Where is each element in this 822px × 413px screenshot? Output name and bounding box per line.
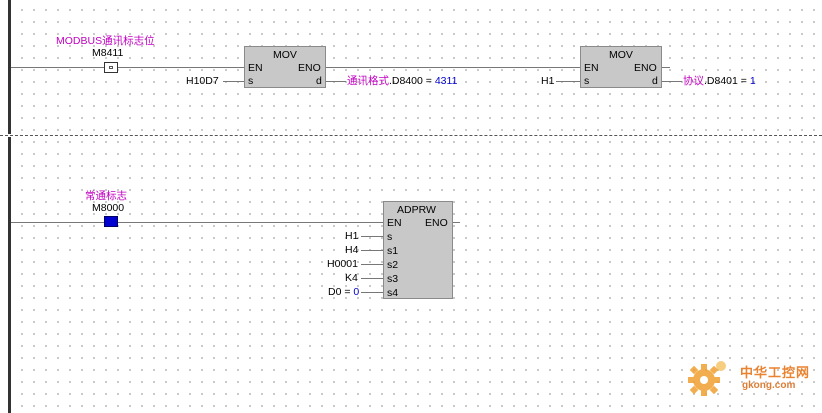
contact-m8000-address: M8000 — [92, 202, 125, 214]
mov1-s-wire — [223, 81, 244, 82]
mov1-s-pin: s — [248, 75, 254, 87]
mov1-d-operand: 通讯格式.D8400 = 4311 — [347, 75, 457, 87]
adprw-en-pin: EN — [387, 217, 402, 229]
mov1-d-wire — [326, 81, 346, 82]
contact-off-indicator-icon — [109, 66, 113, 69]
rung1-wire-in — [11, 67, 104, 68]
adprw-s4-register: D0 = — [328, 286, 354, 298]
mov1-d-live-value: 4311 — [434, 75, 458, 87]
mov2-s-pin: s — [584, 75, 590, 87]
rung-separator — [0, 135, 822, 136]
watermark-url: gkong.com — [742, 380, 796, 391]
mov1-block[interactable]: MOV EN ENO s d — [244, 46, 326, 88]
rung2-wire-in — [11, 222, 104, 223]
watermark: 中华工控网 gkong.com — [684, 354, 814, 406]
mov1-d-pin: d — [316, 75, 322, 87]
adprw-s3-wire — [361, 278, 383, 279]
adprw-s-wire — [361, 236, 383, 237]
mov2-d-comment: 协议 — [683, 75, 704, 87]
left-power-rail-top — [8, 0, 11, 134]
rung1-wire-to-mov1 — [118, 67, 244, 68]
mov1-title: MOV — [273, 49, 297, 61]
contact-m8411[interactable] — [104, 62, 118, 73]
rung2-wire-to-adprw — [118, 222, 383, 223]
mov2-d-live-value: 1 — [749, 75, 756, 87]
mov1-d-register: .D8400 = — [389, 75, 435, 87]
mov2-d-operand: 协议.D8401 = 1 — [683, 75, 756, 87]
adprw-s3-value: K4 — [345, 272, 358, 284]
gear-logo-icon — [688, 361, 726, 396]
mov1-en-pin: EN — [248, 62, 263, 74]
adprw-s1-value: H4 — [345, 244, 359, 256]
mov2-d-pin: d — [652, 75, 658, 87]
adprw-s4-wire — [361, 292, 383, 293]
adprw-s1-wire — [361, 250, 383, 251]
mov2-eno-pin: ENO — [634, 62, 657, 74]
rung1-wire-mov1-to-mov2 — [326, 67, 580, 68]
mov2-block[interactable]: MOV EN ENO s d — [580, 46, 662, 88]
mov2-d-wire — [662, 81, 682, 82]
contact-m8411-address: M8411 — [92, 47, 124, 59]
mov2-s-value: H1 — [541, 75, 555, 87]
adprw-pin-s: s — [387, 231, 393, 243]
adprw-pin-s1: s1 — [387, 245, 399, 257]
mov2-s-wire — [556, 81, 580, 82]
adprw-pin-s4: s4 — [387, 287, 399, 299]
mov2-d-register: .D8401 = — [704, 75, 750, 87]
adprw-s4-operand: D0 = 0 — [328, 286, 359, 298]
watermark-cn-text: 中华工控网 — [740, 365, 811, 380]
adprw-s4-live-value: 0 — [353, 286, 360, 298]
adprw-title: ADPRW — [397, 204, 436, 216]
contact-m8411-comment: MODBUS通讯标志位 — [56, 35, 155, 47]
mov1-s-value: H10D7 — [186, 75, 219, 87]
mov1-eno-pin: ENO — [298, 62, 321, 74]
adprw-s2-value: H0001 — [327, 258, 358, 270]
adprw-s-value: H1 — [345, 230, 359, 242]
adprw-pin-s2: s2 — [387, 259, 399, 271]
mov2-en-pin: EN — [584, 62, 599, 74]
adprw-block[interactable]: ADPRW EN ENO s s1 s2 s3 s4 — [383, 201, 453, 299]
adprw-eno-pin: ENO — [425, 217, 448, 229]
mov1-d-comment: 通讯格式 — [347, 75, 389, 87]
adprw-pin-s3: s3 — [387, 273, 399, 285]
contact-m8000-comment: 常通标志 — [85, 190, 127, 202]
mov2-eno-wire — [662, 67, 670, 68]
mov2-title: MOV — [609, 49, 633, 61]
contact-m8000[interactable] — [104, 216, 118, 227]
left-power-rail-bottom — [8, 137, 11, 413]
adprw-s2-wire — [361, 264, 383, 265]
adprw-eno-wire — [453, 222, 460, 223]
